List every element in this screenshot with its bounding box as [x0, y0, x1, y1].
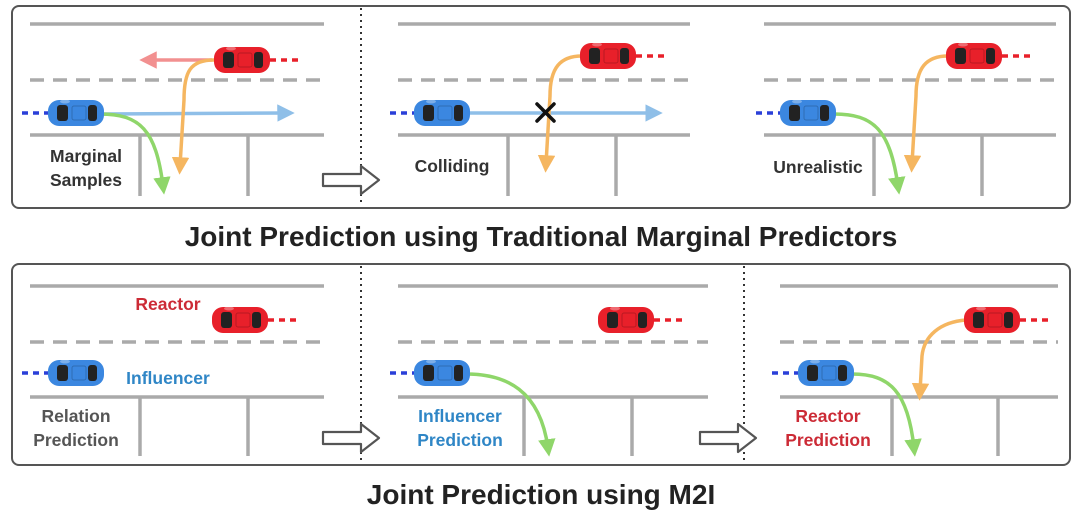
scene1-road — [30, 22, 324, 196]
red-car-icon — [211, 306, 269, 334]
scene6-orange-turn-path — [911, 318, 967, 401]
red-car-icon — [579, 42, 637, 70]
red-car-icon — [213, 46, 271, 74]
colliding-label: Colliding — [415, 156, 490, 176]
collision-x-icon — [535, 102, 556, 123]
scene4-road — [30, 284, 324, 456]
bottom-title: Joint Prediction using M2I — [367, 479, 715, 510]
scene2-road — [398, 22, 690, 196]
relation-prediction-label-line2: Prediction — [33, 430, 119, 450]
scene5-green-turn-path — [465, 372, 556, 457]
bottom-panel-frame — [11, 263, 1071, 466]
marginal-samples-label-line2: Samples — [50, 170, 122, 190]
red-car-icon — [597, 306, 655, 334]
scene3-green-turn-path — [833, 112, 906, 195]
scene3-road — [764, 22, 1056, 196]
blue-car-icon — [413, 359, 471, 387]
blue-car-icon — [779, 99, 837, 127]
scene1-green-turn-path — [99, 112, 171, 195]
top-title: Joint Prediction using Traditional Margi… — [185, 221, 898, 252]
scene1-blue-straight-path — [99, 104, 295, 122]
influencer-prediction-label-line1: Influencer — [418, 406, 502, 426]
influencer-label: Influencer — [126, 368, 210, 388]
scene6-green-turn-path — [851, 372, 922, 457]
scene5-road — [398, 284, 708, 456]
blue-car-icon — [47, 359, 105, 387]
scene2-orange-turn-path — [537, 54, 583, 173]
reactor-prediction-label-line2: Prediction — [785, 430, 871, 450]
blue-car-icon — [47, 99, 105, 127]
relation-prediction-label-line1: Relation — [41, 406, 110, 426]
blue-car-icon — [413, 99, 471, 127]
influencer-prediction-label-line2: Prediction — [417, 430, 503, 450]
reactor-prediction-label-line1: Reactor — [795, 406, 860, 426]
marginal-samples-label-line1: Marginal — [50, 146, 122, 166]
reactor-label: Reactor — [135, 294, 200, 314]
scene3-orange-turn-path — [903, 54, 949, 173]
red-car-icon — [963, 306, 1021, 334]
scene1-orange-turn-path — [171, 58, 215, 175]
unrealistic-label: Unrealistic — [773, 157, 863, 177]
blue-car-icon — [797, 359, 855, 387]
red-car-icon — [945, 42, 1003, 70]
